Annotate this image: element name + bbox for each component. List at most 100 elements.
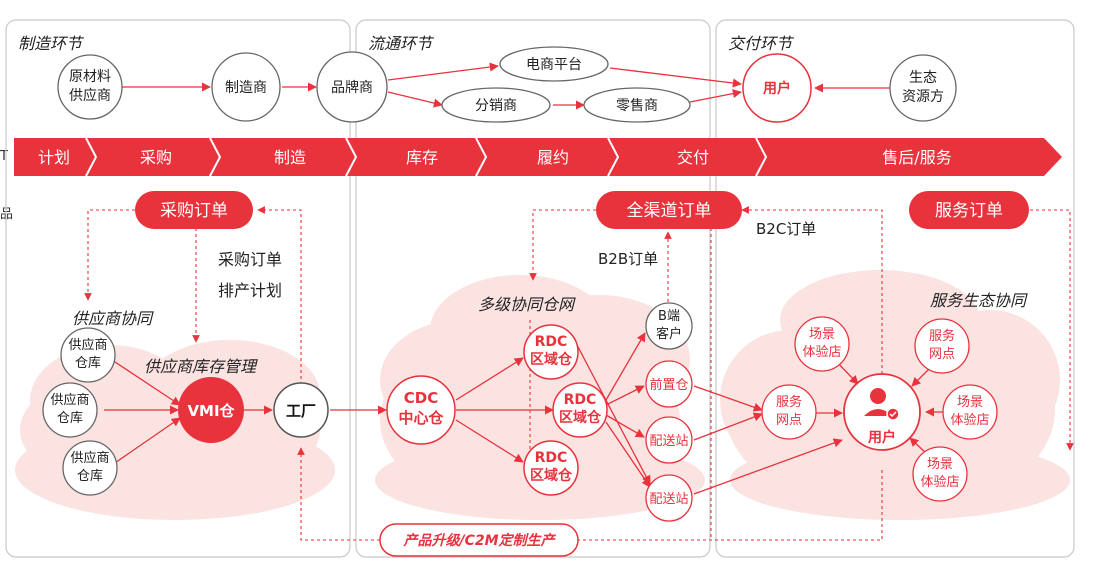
front-warehouse-label: 前置仓: [649, 377, 688, 393]
stage-inventory: 库存: [406, 148, 438, 167]
section-title-manufacturing: 制造环节: [18, 34, 85, 53]
experience-store-bottom-line1: 场景: [927, 457, 953, 472]
panel-manufacturing: [5, 19, 351, 558]
service-eco-title: 服务生态协同: [930, 291, 1028, 310]
stage-deliver: 交付: [677, 148, 709, 167]
service-order-label: 服务订单: [935, 201, 1003, 221]
experience-store-right-line1: 场景: [957, 395, 983, 410]
process-bar: 计划 采购 制造 库存 履约 交付 售后/服务: [14, 137, 1062, 177]
stage-fulfill-shape: [476, 138, 622, 176]
section-title-delivery: 交付环节: [728, 34, 795, 53]
top-user-label: 用户: [763, 80, 791, 97]
supplier-warehouse-3-line2: 仓库: [77, 468, 103, 484]
user-center-label: 用户: [868, 429, 896, 446]
experience-store-right-line2: 体验店: [950, 412, 989, 428]
node-raw-supplier: 原材料 供应商: [57, 54, 123, 120]
manufacturer-label: 制造商: [225, 80, 267, 96]
rdc-middle-line2: 区域仓: [559, 409, 602, 426]
node-vmi: VMI仓: [178, 377, 244, 443]
stage-fulfill: 履约: [537, 148, 569, 167]
delivery-station-2-label: 配送站: [649, 492, 688, 507]
node-front-warehouse: 前置仓: [645, 360, 693, 408]
node-delivery-station-1: 配送站: [645, 416, 693, 464]
node-experience-store-top: 场景 体验店: [794, 316, 850, 372]
node-top-user: 用户: [742, 53, 812, 123]
stage-plan-shape: [14, 138, 100, 176]
experience-store-top-line2: 体验店: [802, 344, 841, 360]
supplier-warehouse-1-line1: 供应商: [68, 337, 107, 353]
node-ecosystem: 生态 资源方: [889, 54, 957, 122]
supplier-warehouse-2-line1: 供应商: [50, 392, 89, 408]
node-retailer: 零售商: [583, 87, 691, 123]
omni-order-pill: 全渠道订单: [596, 191, 742, 229]
ecommerce-label: 电商平台: [526, 57, 582, 73]
experience-store-bottom-line2: 体验店: [920, 474, 959, 490]
service-order-pill: 服务订单: [909, 191, 1029, 229]
service-point-left-line2: 网点: [776, 413, 802, 428]
node-ecommerce: 电商平台: [499, 46, 609, 82]
supplier-collab-title: 供应商协同: [72, 309, 154, 328]
upgrade-pill: 产品升级/C2M定制生产: [379, 523, 579, 557]
rdc-top-line1: RDC: [535, 334, 568, 350]
raw-supplier-line1: 原材料: [69, 69, 111, 85]
node-service-point-top: 服务 网点: [914, 318, 970, 374]
stage-deliver-shape: [608, 138, 770, 176]
node-manufacturer: 制造商: [211, 52, 281, 122]
stage-procure-shape: [86, 138, 224, 176]
raw-supplier-line2: 供应商: [69, 87, 111, 104]
omni-order-label: 全渠道订单: [627, 201, 712, 221]
ecosystem-line1: 生态: [909, 70, 937, 86]
service-point-top-line2: 网点: [929, 347, 955, 362]
rdc-bottom-line2: 区域仓: [530, 467, 573, 484]
purchase-order-text: 采购订单: [218, 250, 282, 269]
stage-plan: 计划: [38, 148, 70, 167]
node-distributor: 分销商: [441, 87, 551, 123]
purchase-order-label: 采购订单: [160, 201, 228, 221]
service-point-left-line1: 服务: [776, 394, 802, 410]
node-brand: 品牌商: [316, 51, 388, 123]
vmi-label: VMI仓: [187, 402, 235, 420]
purchase-order-pill: 采购订单: [135, 191, 253, 229]
rdc-top-line2: 区域仓: [530, 351, 573, 368]
node-experience-store-bottom: 场景 体验店: [912, 446, 968, 502]
supplier-warehouse-1-line2: 仓库: [75, 355, 101, 371]
panel-delivery: [715, 19, 1075, 558]
distributor-label: 分销商: [475, 98, 517, 114]
supplier-warehouse-3: 供应商 仓库: [62, 440, 118, 496]
experience-store-top-line1: 场景: [809, 327, 835, 342]
stage-procure: 采购: [140, 148, 172, 167]
vmi-mgmt-title: 供应商库存管理: [144, 357, 258, 376]
rdc-middle-line1: RDC: [564, 392, 597, 408]
b2b-text: B2B订单: [598, 250, 658, 268]
cdc-line1: CDC: [404, 389, 438, 407]
supplier-warehouse-3-line1: 供应商: [70, 450, 109, 466]
supplier-warehouse-2: 供应商 仓库: [42, 382, 98, 438]
rdc-bottom-line1: RDC: [535, 450, 568, 466]
node-experience-store-right: 场景 体验店: [942, 384, 998, 440]
brand-label: 品牌商: [331, 79, 373, 96]
stage-make-shape: [210, 138, 360, 176]
cloud-middle: [375, 275, 705, 520]
retailer-label: 零售商: [616, 98, 658, 114]
node-rdc-middle: RDC 区域仓: [552, 382, 608, 438]
edge-mark-a: T: [0, 149, 8, 164]
b-client-line2: 客户: [656, 326, 682, 342]
upgrade-label: 产品升级/C2M定制生产: [402, 532, 556, 549]
delivery-station-1-label: 配送站: [649, 434, 688, 449]
node-b-client: B端 客户: [645, 302, 693, 350]
b2c-text: B2C订单: [756, 220, 816, 238]
stage-inventory-shape: [346, 138, 490, 176]
node-rdc-bottom: RDC 区域仓: [523, 440, 579, 496]
ecosystem-line2: 资源方: [902, 89, 944, 105]
warehouse-network-title: 多级协同仓网: [478, 295, 576, 314]
supplier-warehouse-1: 供应商 仓库: [60, 327, 116, 383]
node-factory: 工厂: [273, 382, 329, 438]
service-point-top-line1: 服务: [929, 328, 955, 344]
panel-circulation: [355, 19, 711, 558]
stage-aftersales: 售后/服务: [882, 148, 951, 167]
node-user-center: 用户: [843, 373, 921, 451]
stage-aftersales-shape: [756, 138, 1062, 176]
cdc-line2: 中心仓: [398, 409, 444, 427]
section-title-circulation: 流通环节: [368, 34, 435, 53]
